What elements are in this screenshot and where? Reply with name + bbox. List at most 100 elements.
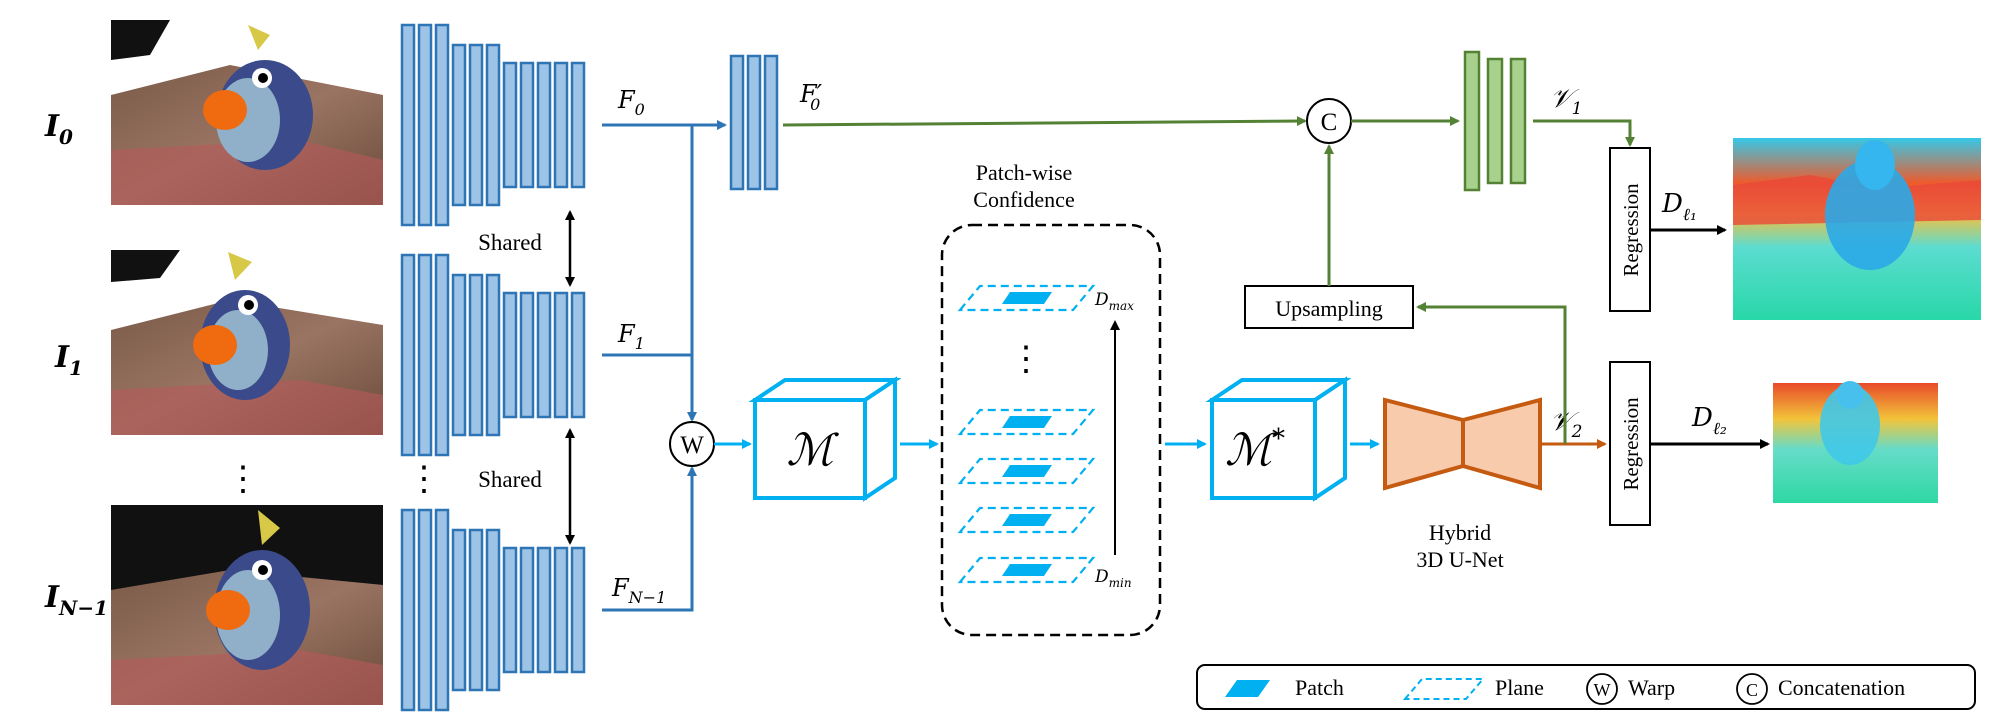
encoder-n-1-layer: [519, 546, 535, 674]
input-label-n-1: IN−1: [44, 580, 108, 620]
dl2-label: Dℓ₂: [1691, 403, 1727, 439]
feature-label-fn-1: FN−1: [611, 574, 666, 607]
encoder-1-layer: [434, 253, 450, 457]
svg-text:W: W: [680, 432, 704, 459]
fusion-layer: [1486, 57, 1504, 185]
input-image-0: [111, 20, 383, 205]
refined-feature-stack: [729, 54, 779, 191]
patch: [1002, 514, 1052, 526]
encoder-n-1-layer: [451, 528, 467, 692]
plane-with-patch: [957, 457, 1096, 485]
confidence-title-line1: Patch-wise: [976, 160, 1073, 185]
svg-text:Regression: Regression: [1619, 397, 1643, 491]
feature-encoders: [400, 23, 586, 712]
dl1-label: Dℓ₁: [1661, 189, 1697, 225]
warp-node: W: [669, 421, 715, 467]
arrow-v1-to-regression1: [1533, 119, 1635, 147]
refined-layer: [763, 54, 779, 191]
legend-plane-label: Plane: [1495, 675, 1544, 700]
plane-with-patch: [957, 284, 1096, 312]
encoder-n-1-layer: [468, 528, 484, 692]
legend-patch-label: Patch: [1295, 675, 1344, 700]
input-image-n-1: [111, 505, 383, 705]
encoder-1-layer: [451, 273, 467, 437]
plane-with-patch: [957, 556, 1096, 584]
encoder-0-layer: [434, 23, 450, 227]
svg-text:Regression: Regression: [1619, 183, 1643, 277]
encoder-n-1-layer: [570, 546, 586, 674]
input-label-0: I0: [44, 109, 73, 149]
encoder-n-1-layer: [536, 546, 552, 674]
encoder-0-layer: [468, 43, 484, 207]
fusion-layer: [1463, 50, 1481, 192]
encoder-1-layer: [400, 253, 416, 457]
refined-layer: [729, 54, 745, 191]
encoder-0: [400, 23, 586, 227]
regression-box-1: Regression: [1609, 147, 1651, 312]
unet-label-line1: Hybrid: [1429, 520, 1491, 545]
refined-layer: [746, 54, 762, 191]
unet-label-line2: 3D U-Net: [1416, 547, 1503, 572]
encoder-1: [400, 253, 586, 457]
plane: [957, 284, 1096, 312]
plane-with-patch: [957, 506, 1096, 534]
svg-text:ℳ*: ℳ*: [1225, 424, 1285, 476]
input-label-1: I1: [54, 340, 83, 380]
arrow-fn-1: [602, 466, 697, 612]
encoder-n-1-layer: [502, 546, 518, 674]
confidence-title-line2: Confidence: [973, 187, 1074, 212]
fusion-layer: [1509, 57, 1527, 185]
svg-text:C: C: [1321, 109, 1338, 136]
encoder-0-layer: [536, 61, 552, 189]
patch: [1002, 292, 1052, 304]
planes-vdots: ⋮: [1009, 341, 1043, 378]
encoder-n-1-layer: [417, 508, 433, 712]
encoder-n-1-layer: [434, 508, 450, 712]
encoder-0-layer: [400, 23, 416, 227]
svg-text:W: W: [1594, 680, 1611, 700]
depth-map-1: [1733, 138, 1981, 320]
encoder-1-layer: [502, 291, 518, 419]
encoder-0-layer: [570, 61, 586, 189]
legend-plane-icon: [1402, 678, 1486, 700]
legend-patch-icon: [1225, 680, 1270, 697]
plane: [957, 408, 1096, 436]
fusion-feature-stack: [1463, 50, 1527, 192]
v1-label: 𝒱1: [1550, 84, 1583, 119]
encoder-n-1: [400, 508, 586, 712]
upsampling-box: Upsampling: [1244, 285, 1414, 329]
input-vdots: ⋮: [226, 461, 260, 498]
legend-warp-icon: [1586, 673, 1618, 705]
legend: Patch Plane W Warp C Concatenation: [1196, 664, 1976, 710]
encoder-1-layer: [417, 253, 433, 457]
plane: [957, 506, 1096, 534]
d-max-label: Dmax: [1094, 290, 1134, 313]
cost-volume-m-star: ℳ*: [1205, 376, 1352, 502]
encoder-0-layer: [485, 43, 501, 207]
encoder-0-layer: [502, 61, 518, 189]
svg-text:ℳ: ℳ: [786, 425, 839, 476]
legend-concat-label: Concatenation: [1778, 675, 1905, 700]
encoder-n-1-layer: [400, 508, 416, 712]
hybrid-unet: [1383, 397, 1542, 491]
encoder-0-layer: [451, 43, 467, 207]
encoder-0-layer: [519, 61, 535, 189]
plane: [957, 556, 1096, 584]
arrow-f0prime-to-concat: [782, 116, 1307, 127]
plane-with-patch: [957, 408, 1096, 436]
depth-map-2: [1773, 381, 1938, 503]
encoder-1-layer: [468, 273, 484, 437]
plane: [957, 457, 1096, 485]
encoder-0-layer: [417, 23, 433, 227]
cost-volume-m: ℳ: [748, 376, 902, 502]
encoder-1-layer: [485, 273, 501, 437]
legend-warp-label: Warp: [1628, 675, 1675, 700]
encoder-n-1-layer: [553, 546, 569, 674]
encoder-1-layer: [536, 291, 552, 419]
legend-concat-icon: [1736, 673, 1768, 705]
confidence-panel: [940, 223, 1162, 637]
encoder-vdots: ⋮: [407, 461, 441, 498]
encoder-1-layer: [570, 291, 586, 419]
regression-box-2: Regression: [1609, 361, 1651, 526]
